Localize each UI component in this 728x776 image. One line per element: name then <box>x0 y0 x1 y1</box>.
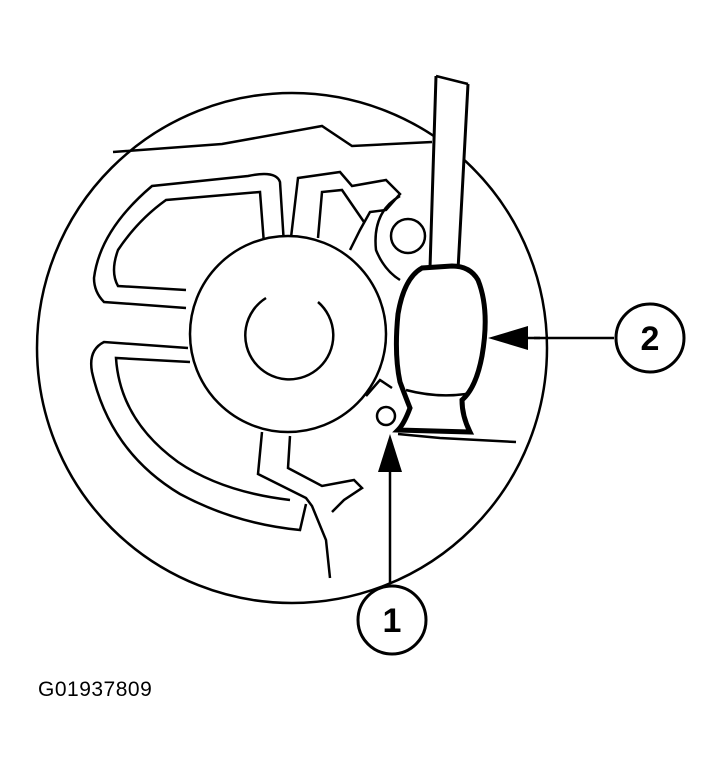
callout-2-arrowhead <box>488 326 528 350</box>
left-outer-channel <box>92 172 288 310</box>
small-hole <box>389 217 427 255</box>
center-hub <box>188 234 388 434</box>
check-ball <box>375 405 397 427</box>
upper-right-channel <box>288 170 402 251</box>
left-lower-outer-channel <box>90 340 308 532</box>
screwdriver-handle <box>392 263 488 435</box>
figure-id: G01937809 <box>38 678 153 701</box>
lower-passage-right <box>286 435 364 513</box>
callout-2-label: 2 <box>641 320 660 358</box>
hub-lower-edge <box>365 378 393 397</box>
upper-right-channel-inner <box>316 188 366 239</box>
lower-right-ledge <box>397 432 517 444</box>
right-boss-outline <box>374 194 401 282</box>
upper-casting-edge <box>112 124 433 154</box>
screwdriver-shaft-top <box>435 74 469 86</box>
callout-1-arrowhead <box>378 434 402 472</box>
left-lower-inner-channel <box>114 356 291 502</box>
callout-1-label: 1 <box>383 602 402 640</box>
center-bore <box>244 296 335 381</box>
callout-1-circle <box>356 584 428 656</box>
callout-2-circle <box>614 302 686 374</box>
lower-passage <box>256 431 332 579</box>
screwdriver-handle-band <box>405 388 467 397</box>
left-inner-channel <box>112 190 268 292</box>
